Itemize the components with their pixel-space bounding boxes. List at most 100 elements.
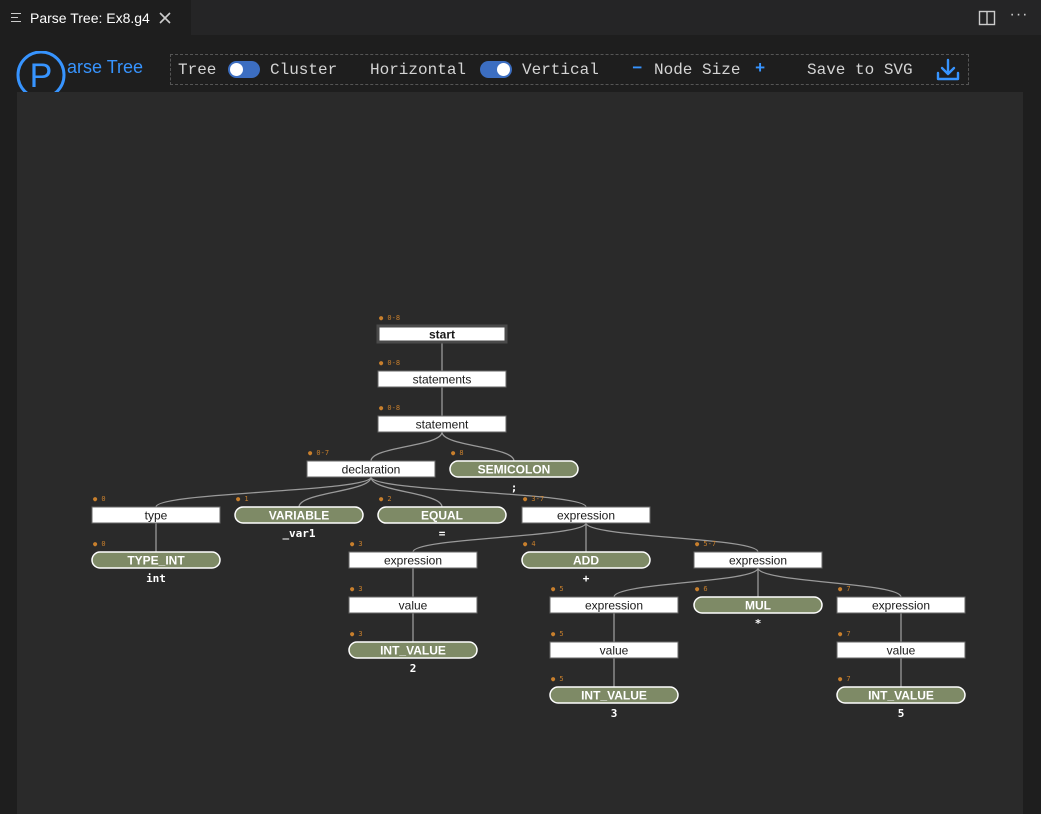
node-label: statements <box>413 373 472 387</box>
tree-node-value_2[interactable]: value● 3 <box>348 585 478 614</box>
node-range: ● 7 <box>838 585 851 593</box>
token-node-box[interactable] <box>377 506 507 524</box>
editor-actions: ··· <box>977 0 1041 35</box>
tree-node-start[interactable]: start● 0-8 <box>376 314 508 344</box>
tree-node-type[interactable]: type● 0 <box>91 495 221 524</box>
token-node-box[interactable] <box>693 596 823 614</box>
tree-edge <box>441 431 515 462</box>
node-range: ● 8 <box>451 449 464 457</box>
logo-title: arse Tree <box>67 57 144 77</box>
tree-node-semicolon[interactable]: SEMICOLON ● 8; <box>449 449 579 494</box>
horizontal-option-label[interactable]: Horizontal <box>370 61 467 79</box>
tree-edge <box>370 431 443 462</box>
node-label: expression <box>384 554 442 568</box>
tree-node-declaration[interactable]: declaration● 0-7 <box>306 449 436 478</box>
node-label: start <box>429 328 455 342</box>
token-node-box[interactable] <box>91 551 221 569</box>
node-label: INT_VALUE <box>581 689 647 703</box>
node-label: declaration <box>342 463 401 477</box>
lines-icon <box>11 12 22 24</box>
tree-node-value_5[interactable]: value ● 7 <box>836 630 966 659</box>
node-range: ● 7 <box>838 630 851 638</box>
node-label: value <box>887 644 916 658</box>
node-range: ● 0 <box>93 495 106 503</box>
node-range: ● 5 <box>551 630 564 638</box>
tree-node-expr_mul[interactable]: expression● 5-7 <box>693 540 823 569</box>
token-node-box[interactable] <box>836 686 966 704</box>
tree-edge <box>298 476 372 508</box>
rule-node-box[interactable] <box>91 506 221 524</box>
node-label: SEMICOLON <box>478 463 551 477</box>
tab-parse-tree[interactable]: Parse Tree: Ex8.g4 <box>0 0 191 35</box>
rule-node-box[interactable] <box>521 506 651 524</box>
rule-node-box[interactable] <box>549 641 679 659</box>
token-node-box[interactable] <box>234 506 364 524</box>
tree-node-int_5[interactable]: INT_VALUE● 75 <box>836 675 966 720</box>
tree-node-expr_5[interactable]: expression ● 7 <box>836 585 966 614</box>
tree-node-mul[interactable]: MUL● 6* <box>693 585 823 630</box>
download-icon[interactable] <box>935 58 961 82</box>
leaf-token-text: _var1 <box>282 527 315 540</box>
token-node-box[interactable] <box>348 641 478 659</box>
node-label: EQUAL <box>421 509 463 523</box>
rule-node-box[interactable] <box>377 370 507 388</box>
rule-node-box[interactable] <box>377 415 507 433</box>
token-node-box[interactable] <box>549 686 679 704</box>
orientation-toggle[interactable] <box>480 61 512 78</box>
tree-node-value_3[interactable]: value ● 5 <box>549 630 679 659</box>
node-label: INT_VALUE <box>868 689 934 703</box>
tree-option-label[interactable]: Tree <box>178 61 217 79</box>
leaf-token-text: * <box>755 617 762 630</box>
tree-node-expr_left[interactable]: expression● 3 <box>348 540 478 569</box>
rule-node-box[interactable] <box>348 596 478 614</box>
token-node-box[interactable] <box>521 551 651 569</box>
leaf-token-text: int <box>146 572 166 585</box>
tree-edge <box>613 567 759 598</box>
cluster-option-label[interactable]: Cluster <box>270 61 338 79</box>
node-label: value <box>600 644 629 658</box>
tree-node-add[interactable]: ADD● 4+ <box>521 540 651 585</box>
rule-node-box[interactable] <box>836 641 966 659</box>
node-label: expression <box>872 599 930 613</box>
close-icon[interactable] <box>158 11 172 25</box>
leaf-token-text: ; <box>511 481 518 494</box>
vertical-option-label[interactable]: Vertical <box>522 61 599 79</box>
leaf-token-text: 3 <box>611 707 618 720</box>
leaf-token-text: + <box>583 572 590 585</box>
node-label: ADD <box>573 554 599 568</box>
rule-node-box[interactable] <box>836 596 966 614</box>
rule-node-box[interactable] <box>549 596 679 614</box>
node-size-increase-button[interactable]: + <box>755 60 766 79</box>
node-range: ● 2 <box>379 495 392 503</box>
rule-node-box[interactable] <box>693 551 823 569</box>
more-actions-icon[interactable]: ··· <box>1009 5 1029 23</box>
node-label: TYPE_INT <box>127 554 185 568</box>
logo-letter: P <box>30 57 53 95</box>
node-range: ● 0-8 <box>379 359 400 367</box>
leaf-token-text: 2 <box>410 662 417 675</box>
tree-node-statement[interactable]: statement● 0-8 <box>377 404 507 433</box>
tree-node-variable[interactable]: VARIABLE● 1_var1 <box>234 495 364 540</box>
node-range: ● 5-7 <box>695 540 716 548</box>
token-node-box[interactable] <box>449 460 579 478</box>
split-editor-icon[interactable] <box>977 8 997 28</box>
node-label: value <box>399 599 428 613</box>
rule-node-box[interactable] <box>376 324 508 344</box>
tree-node-int_2[interactable]: INT_VALUE● 32 <box>348 630 478 675</box>
parse-tree-canvas[interactable]: start● 0-8 statements ● 0-8 statement● 0-8 d… <box>17 92 1023 814</box>
node-size-decrease-button[interactable]: − <box>632 60 643 79</box>
rule-node-box[interactable] <box>306 460 436 478</box>
parse-tree-graph: start● 0-8 statements ● 0-8 statement● 0-8 d… <box>91 314 966 720</box>
tree-edge <box>370 476 587 508</box>
tree-node-statements[interactable]: statements ● 0-8 <box>377 359 507 388</box>
rule-node-box[interactable] <box>348 551 478 569</box>
tree-edge <box>757 567 902 598</box>
tree-node-equal[interactable]: EQUAL● 2= <box>377 495 507 540</box>
tree-cluster-toggle[interactable] <box>228 61 260 78</box>
save-svg-button[interactable]: Save to SVG <box>807 61 913 79</box>
toggle-knob <box>230 63 243 76</box>
tree-node-int_3[interactable]: INT_VALUE● 53 <box>549 675 679 720</box>
tree-node-expr_root[interactable]: expression● 3-7 <box>521 495 651 524</box>
tree-node-expr_3[interactable]: expression● 5 <box>549 585 679 614</box>
